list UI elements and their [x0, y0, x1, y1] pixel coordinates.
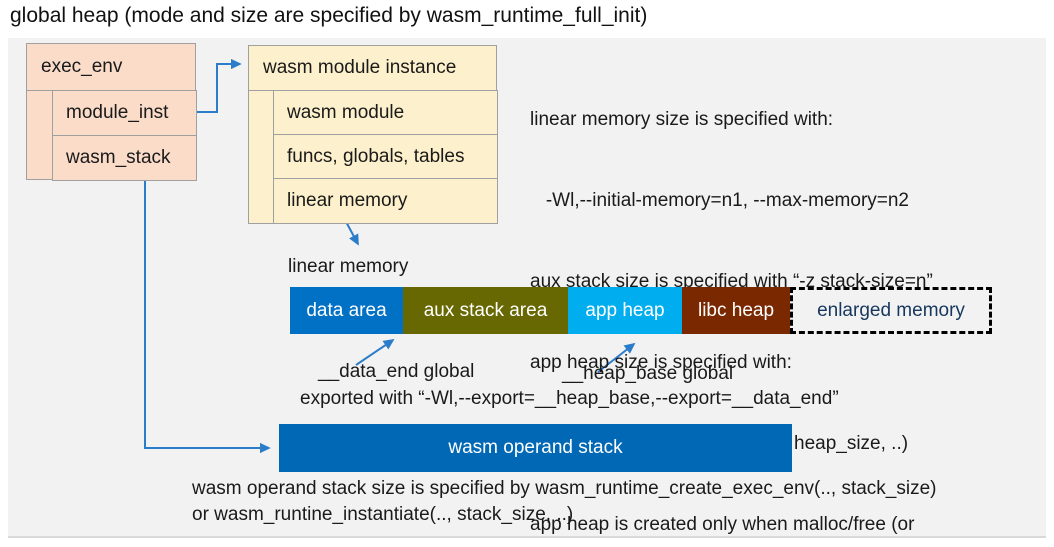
exec-env-header: exec_env: [27, 44, 195, 91]
exec-env-field-wasm-stack: wasm_stack: [52, 135, 197, 181]
memory-segment-libc-heap: libc heap: [682, 287, 790, 334]
heap-base-global-label: __heap_base global: [562, 363, 734, 384]
memory-size-notes: linear memory size is specified with: -W…: [530, 52, 933, 547]
wasm-operand-stack-bar: wasm operand stack: [279, 424, 792, 472]
linear-memory-label: linear memory: [288, 256, 409, 277]
note-line: aux stack size is specified with “-z sta…: [530, 271, 933, 292]
note-line: -Wl,--initial-memory=n1, --max-memory=n2: [530, 190, 909, 211]
module-instance-field-funcs-globals-tables: funcs, globals, tables: [273, 134, 498, 179]
memory-segment-aux-stack-area: aux stack area: [403, 287, 568, 334]
operand-stack-note-line2: or wasm_runtine_instantiate(.., stack_si…: [192, 504, 574, 525]
module-instance-field-wasm-module: wasm module: [273, 90, 498, 135]
exec-env-field-module-inst: module_inst: [52, 90, 197, 136]
data-end-global-label: __data_end global: [318, 361, 475, 382]
note-line: app heap is created only when malloc/fre…: [530, 514, 915, 535]
module-instance-field-linear-memory: linear memory: [273, 178, 498, 224]
diagram-title: global heap (mode and size are specified…: [10, 4, 648, 27]
note-line: linear memory size is specified with:: [530, 109, 834, 130]
export-note: exported with “-Wl,--export=__heap_base,…: [300, 388, 839, 409]
module-instance-header: wasm module instance: [249, 46, 496, 91]
memory-segment-app-heap: app heap: [568, 287, 682, 334]
wasm-operand-stack-label: wasm operand stack: [448, 437, 623, 458]
note-line: app heap size is specified with:: [530, 352, 792, 373]
operand-stack-note-line1: wasm operand stack size is specified by …: [192, 478, 937, 499]
memory-segment-data-area: data area: [290, 287, 403, 334]
memory-segment-enlarged-memory: enlarged memory: [790, 287, 992, 334]
